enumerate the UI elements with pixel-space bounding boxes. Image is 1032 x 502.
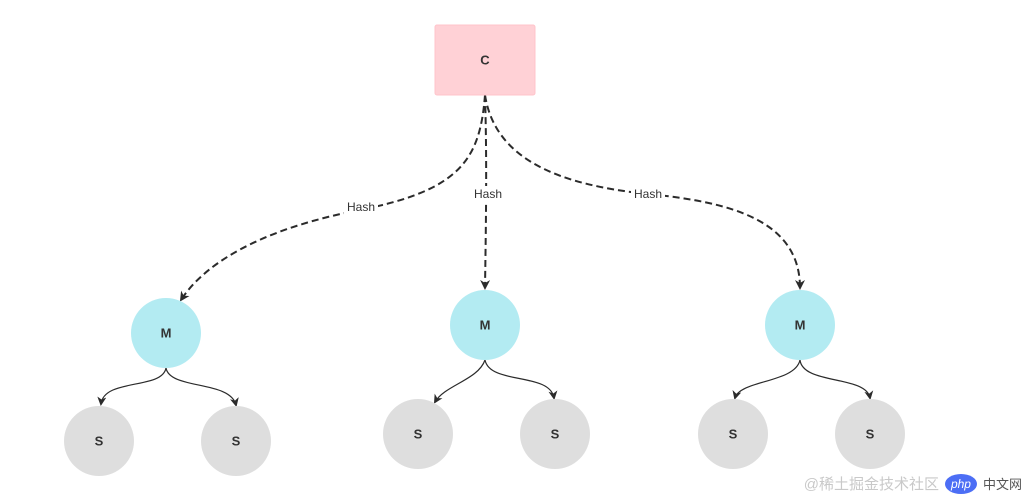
master-node-2: M (450, 290, 520, 360)
slave-node-3-1: S (698, 399, 768, 469)
slave-node-1-1: S (64, 406, 134, 476)
watermark-suffix: 中文网 (982, 477, 1022, 492)
svg-text:S: S (729, 427, 738, 442)
edge-master1-slave2 (165, 367, 239, 407)
slave-node-1-2: S (201, 406, 271, 476)
svg-text:Hash: Hash (347, 200, 375, 214)
hash-label-right: Hash (631, 186, 665, 202)
edge-master3-slave2 (799, 359, 874, 400)
hash-edge-right (484, 94, 805, 290)
master-node-3: M (765, 290, 835, 360)
slave-node-3-2: S (835, 399, 905, 469)
slave-node-2-1: S (383, 399, 453, 469)
svg-text:M: M (480, 318, 491, 333)
watermark-text: @稀土掘金技术社区 (803, 476, 939, 493)
svg-text:Hash: Hash (634, 187, 662, 201)
svg-text:M: M (161, 326, 172, 341)
php-logo: php (944, 473, 977, 494)
root-node-label: C (480, 53, 490, 68)
edge-master1-slave1 (97, 367, 167, 406)
hash-edge-left (179, 94, 486, 302)
hash-label-middle: Hash (471, 186, 505, 202)
svg-text:Hash: Hash (474, 187, 502, 201)
slave-node-2-2: S (520, 399, 590, 469)
master-node-1: M (131, 298, 201, 368)
edge-master2-slave1 (433, 359, 486, 404)
hash-edge-middle (480, 94, 491, 290)
svg-text:M: M (795, 318, 806, 333)
watermark: @稀土掘金技术社区 php 中文网 (804, 473, 1022, 494)
edge-master2-slave2 (484, 359, 558, 400)
svg-text:S: S (95, 434, 104, 449)
svg-text:S: S (232, 434, 241, 449)
root-node-c: C (434, 24, 536, 96)
svg-text:S: S (866, 427, 875, 442)
svg-text:S: S (414, 427, 423, 442)
edge-master3-slave1 (732, 359, 801, 400)
svg-text:S: S (551, 427, 560, 442)
root-node-box (434, 24, 536, 96)
hash-label-left: Hash (344, 199, 378, 215)
